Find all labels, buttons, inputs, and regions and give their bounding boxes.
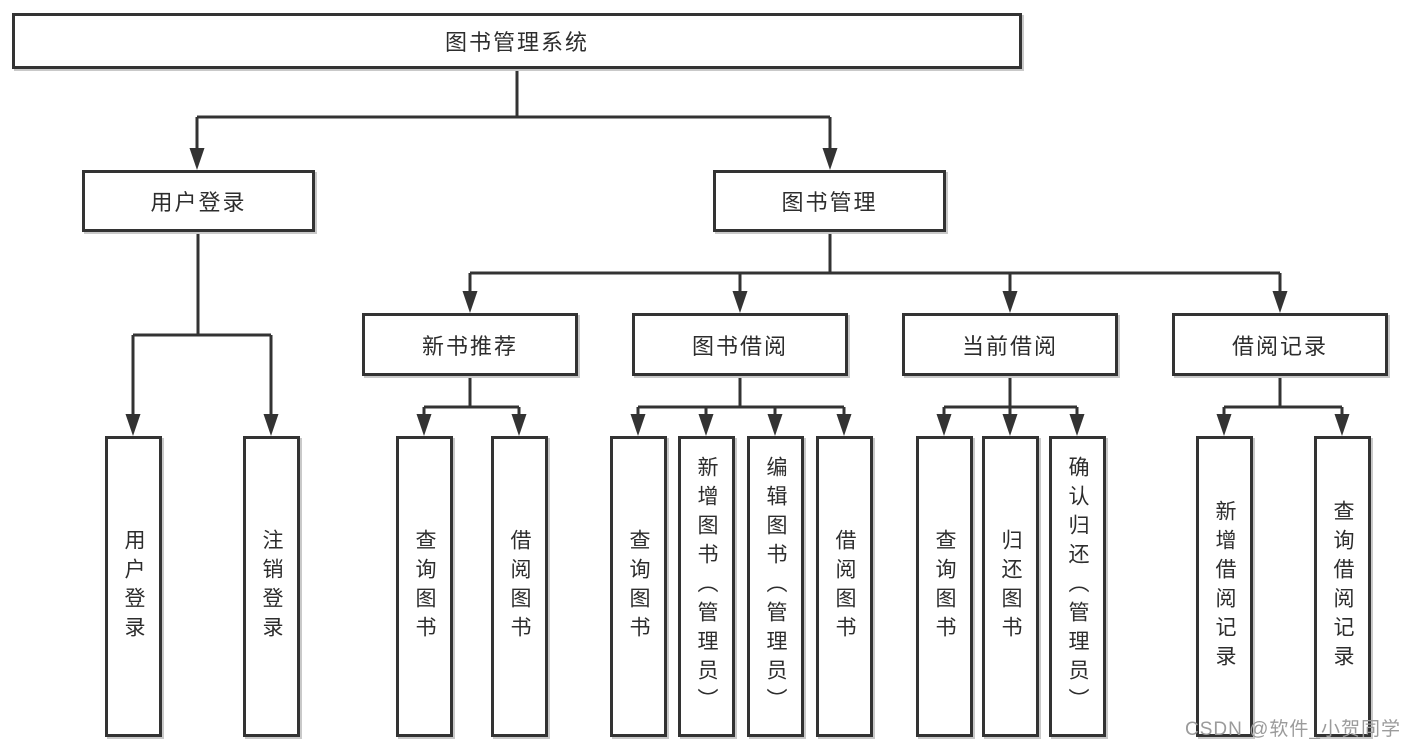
- node-user-login-label: 用户登录: [150, 190, 247, 215]
- leaf-user-login: 用户登录: [105, 436, 162, 737]
- node-book-borrowing-label: 图书借阅: [691, 333, 788, 359]
- leaf-query-book-borrowing: 查询图书: [610, 436, 667, 737]
- leaf-borrow-book: 借阅图书: [816, 436, 873, 737]
- node-book-borrowing: 图书借阅: [632, 313, 848, 376]
- node-user-login: 用户登录: [82, 170, 315, 232]
- arrowheads: [125, 148, 1350, 436]
- leaf-query-book-recommend: 查询图书: [396, 436, 453, 737]
- leaf-add-borrow-record: 新增借阅记录: [1196, 436, 1253, 737]
- leaf-query-book-current: 查询图书: [916, 436, 973, 737]
- leaf-edit-book-admin: 编辑图书（管理员）: [747, 436, 804, 737]
- leaf-add-book-admin: 新增图书（管理员）: [678, 436, 735, 737]
- node-book-management-label: 图书管理: [781, 190, 878, 215]
- node-current-borrowing: 当前借阅: [902, 313, 1118, 376]
- node-root-label: 图书管理系统: [444, 30, 589, 55]
- leaf-query-borrow-record: 查询借阅记录: [1314, 436, 1371, 737]
- node-book-management: 图书管理: [713, 170, 946, 232]
- leaf-return-book: 归还图书: [982, 436, 1039, 737]
- node-current-borrowing-label: 当前借阅: [961, 333, 1058, 359]
- leaf-borrow-book-recommend: 借阅图书: [491, 436, 548, 737]
- leaf-logout: 注销登录: [243, 436, 300, 737]
- csdn-watermark: CSDN @软件_小贺同学: [1185, 719, 1401, 740]
- node-new-book-recommend-label: 新书推荐: [421, 333, 518, 359]
- node-new-book-recommend: 新书推荐: [362, 313, 578, 376]
- node-borrowing-records: 借阅记录: [1172, 313, 1388, 376]
- leaf-confirm-return-admin: 确认归还（管理员）: [1049, 436, 1106, 737]
- node-borrowing-records-label: 借阅记录: [1231, 333, 1328, 359]
- node-root: 图书管理系统: [12, 13, 1022, 69]
